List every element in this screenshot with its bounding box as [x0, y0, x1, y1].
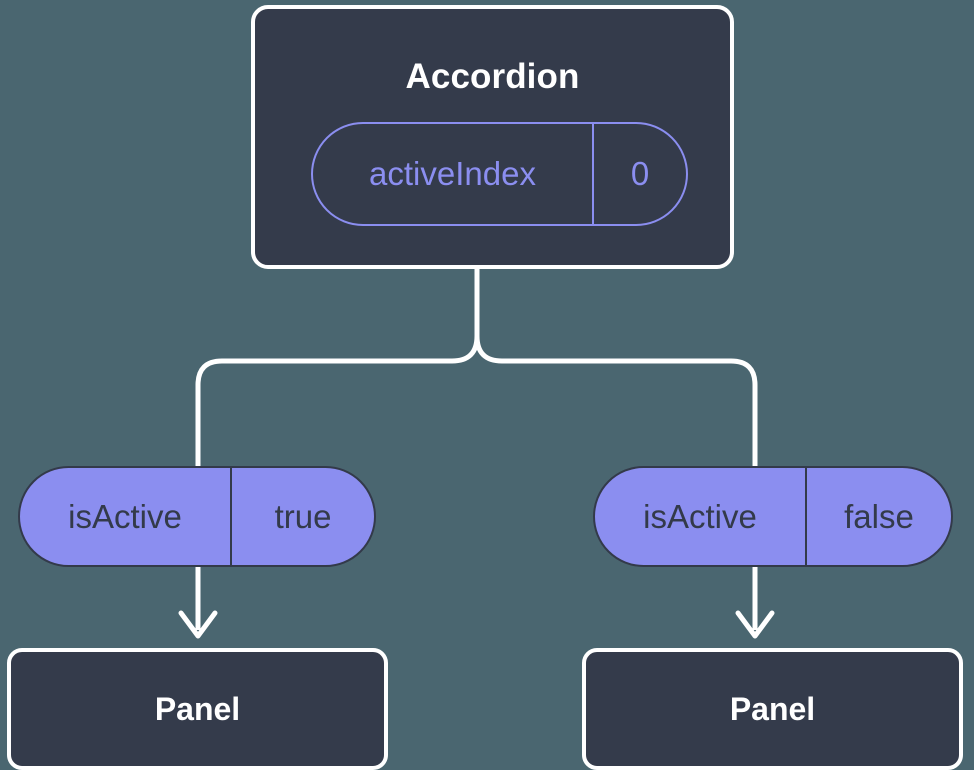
arrowhead-left [178, 610, 218, 639]
prop-pill-value: true [274, 497, 332, 535]
panel-node-label: Panel [729, 690, 816, 727]
state-pill-key: activeIndex [313, 124, 594, 224]
panel-node-right[interactable]: Panel [582, 648, 963, 770]
accordion-node[interactable]: Accordion activeIndex 0 [251, 5, 734, 269]
edge-root-to-branch-right [474, 333, 758, 469]
edge-root-to-branches [195, 265, 480, 469]
prop-pill-key: isActive [595, 468, 807, 565]
prop-pill-key: isActive [20, 468, 232, 565]
state-pill-value: 0 [630, 155, 650, 192]
prop-pill-is-active-true[interactable]: isActive true [18, 466, 376, 567]
arrowhead-right [735, 610, 775, 639]
prop-pill-value: false [844, 497, 914, 535]
panel-node-label: Panel [154, 690, 241, 727]
page-title: Accordion [405, 57, 580, 96]
panel-node-left[interactable]: Panel [7, 648, 388, 770]
prop-pill-is-active-false[interactable]: isActive false [593, 466, 953, 567]
state-pill-active-index[interactable]: activeIndex 0 [311, 122, 688, 226]
